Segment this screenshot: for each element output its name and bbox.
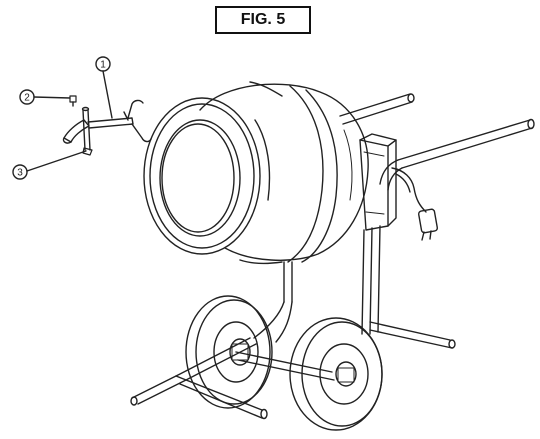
mixer-drum (143, 81, 369, 265)
callout-1: 1 (95, 56, 113, 119)
mixer-frame (130, 93, 535, 420)
callout-3: 3 (12, 150, 87, 180)
right-wheel (289, 317, 383, 431)
crank-handle-part (62, 95, 152, 156)
callout-2: 2 (19, 89, 71, 105)
callout-2-number: 2 (24, 93, 30, 104)
callout-1-number: 1 (100, 60, 106, 71)
left-wheel (185, 295, 273, 409)
callout-3-number: 3 (17, 168, 23, 179)
figure-label: FIG. 5 (215, 6, 311, 34)
